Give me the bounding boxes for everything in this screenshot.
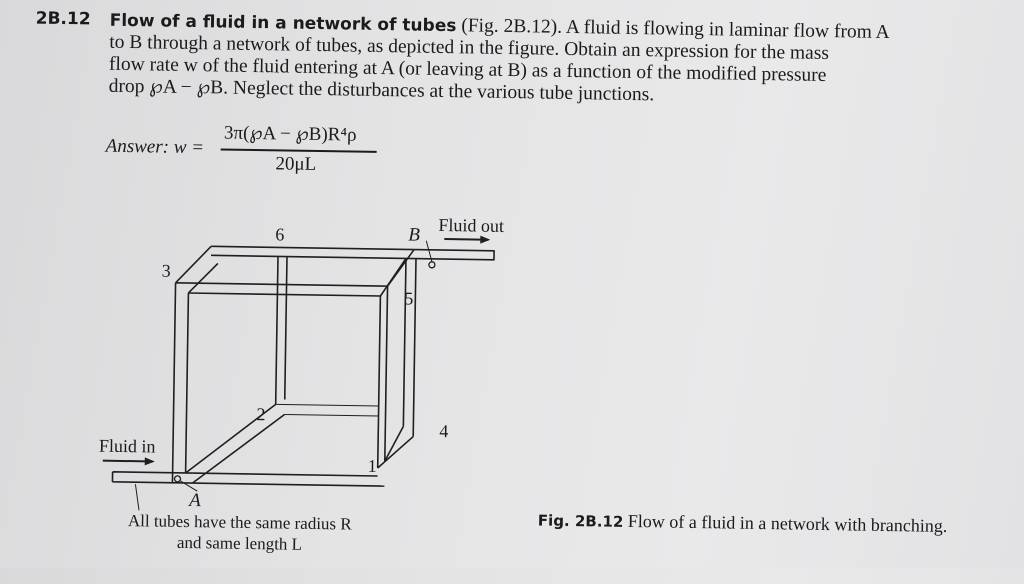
tube-3-outer: [175, 245, 212, 284]
tube-2-outer: [185, 403, 277, 474]
inflow-arrow-icon: [102, 459, 153, 463]
back-left-vertical-outer: [274, 256, 279, 405]
fluid-in-label: Fluid in: [99, 436, 156, 457]
tube-3-label: 3: [162, 261, 171, 281]
back-left-vertical-inner: [283, 256, 288, 400]
point-b-label: B: [408, 224, 420, 245]
tube-6-outer: [211, 245, 415, 251]
tube-1-outer: [192, 472, 378, 477]
b-leader-line: [425, 240, 433, 262]
front-right-vertical-outer: [376, 295, 382, 469]
tube-2-inner: [191, 413, 286, 484]
left-front-vertical-inner: [184, 292, 190, 473]
a-leader-line: [180, 480, 198, 492]
tube-4-inner: [384, 426, 405, 462]
tube-4-label: 4: [439, 421, 448, 441]
front-top-tube-outer: [175, 281, 388, 287]
front-right-vertical-inner: [384, 286, 389, 462]
front-top-tube-inner: [188, 292, 381, 297]
back-bottom-guide-inner: [284, 414, 379, 417]
junction-b-icon: [428, 261, 436, 269]
point-a-label: A: [187, 490, 201, 511]
outflow-arrowhead-icon: [480, 235, 491, 244]
outlet-tube: [405, 248, 495, 261]
tube-6-inner: [211, 254, 407, 260]
note-leader-line: [134, 484, 140, 511]
tube-6-label: 6: [275, 224, 284, 244]
caption-label: Fig. 2B.12: [537, 511, 624, 531]
figure-note: All tubes have the same radius R and sam…: [127, 511, 352, 554]
junction-a-icon: [173, 475, 182, 483]
back-bottom-guide: [275, 403, 379, 407]
fluid-out-label: Fluid out: [438, 215, 504, 236]
tube-4-outer: [377, 435, 414, 469]
tube-1-label: 1: [368, 456, 377, 476]
left-front-vertical-outer: [171, 282, 177, 483]
right-top-diagonal-inner: [379, 257, 407, 297]
inflow-arrowhead-icon: [144, 457, 155, 466]
tube-5-outer: [402, 258, 407, 427]
caption-text: Flow of a fluid in a network with branch…: [623, 510, 948, 536]
tube-2-label: 2: [256, 404, 265, 424]
inlet-tube: [111, 471, 193, 484]
tube-3-inner: [187, 262, 219, 294]
tube-5-label: 5: [404, 288, 413, 308]
tube-5-inner: [412, 258, 417, 437]
tube-1-inner: [192, 482, 385, 487]
